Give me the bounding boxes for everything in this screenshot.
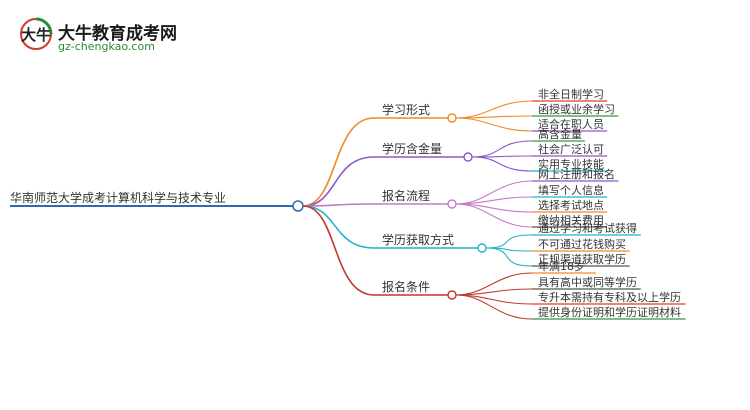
branch-label-4: 学历获取方式 [382, 232, 454, 247]
leaf-label-1-2: 函授或业余学习 [538, 102, 615, 116]
root-label: 华南师范大学成考计算机科学与技术专业 [10, 190, 226, 205]
brand-url[interactable]: gz-chengkao.com [58, 40, 155, 53]
root-node [292, 200, 304, 212]
leaf-connector-2-3 [471, 156, 533, 172]
branch-node-4 [477, 243, 487, 253]
branch-connector-3 [302, 203, 375, 207]
brand-logo-icon: 大牛 [20, 17, 53, 50]
leaf-label-1-3: 适合在职人员 [538, 117, 604, 131]
branch-label-1: 学习形式 [382, 102, 430, 117]
leaf-label-4-1: 通过学习和考试获得 [538, 221, 637, 235]
leaf-label-2-3: 实用专业技能 [538, 157, 604, 171]
leaf-label-1-1: 非全日制学习 [538, 87, 604, 101]
leaf-connector-5-2 [455, 288, 533, 296]
branch-connector-1 [302, 117, 375, 207]
leaf-label-5-1: 年满18岁 [538, 259, 585, 273]
leaf-connector-4-1 [485, 234, 533, 249]
leaf-label-4-2: 不可通过花钱购买 [538, 237, 626, 251]
leaf-connector-1-3 [455, 117, 533, 132]
branch-connector-4 [302, 205, 375, 249]
leaf-label-2-1: 高含金量 [538, 127, 582, 141]
brand-title: 大牛教育成考网 [58, 24, 177, 44]
leaf-label-2-2: 社会广泛认可 [538, 142, 604, 156]
leaf-label-5-3: 专升本需持有专科及以上学历 [538, 290, 681, 304]
leaf-connector-5-4 [455, 294, 533, 320]
leaf-label-4-3: 正规渠道获取学历 [538, 252, 626, 266]
branch-connector-5 [302, 205, 375, 296]
leaf-connector-1-1 [455, 100, 533, 119]
brand-logo-glyphs: 大牛 [21, 26, 51, 44]
leaf-connector-4-3 [485, 247, 533, 267]
branch-node-3 [447, 199, 457, 209]
branch-label-5: 报名条件 [382, 279, 430, 294]
branch-node-1 [447, 113, 457, 123]
branch-label-3: 报名流程 [382, 188, 430, 203]
leaf-label-3-2: 填写个人信息 [538, 183, 604, 197]
leaf-label-5-2: 具有高中或同等学历 [538, 275, 637, 289]
leaf-connector-3-4 [455, 203, 533, 228]
leaf-label-3-1: 网上注册和报名 [538, 167, 615, 181]
branch-label-2: 学历含金量 [382, 141, 442, 156]
leaf-label-3-4: 缴纳相关费用 [538, 213, 604, 227]
branch-node-2 [463, 152, 473, 162]
leaf-connector-2-1 [471, 140, 533, 158]
branch-node-5 [447, 290, 457, 300]
leaf-label-3-3: 选择考试地点 [538, 198, 604, 212]
brand-logo[interactable]: 大牛 大牛教育成考网 gz-chengkao.com [18, 16, 218, 56]
branch-connector-2 [302, 156, 375, 207]
leaf-label-5-4: 提供身份证明和学历证明材料 [538, 305, 681, 319]
